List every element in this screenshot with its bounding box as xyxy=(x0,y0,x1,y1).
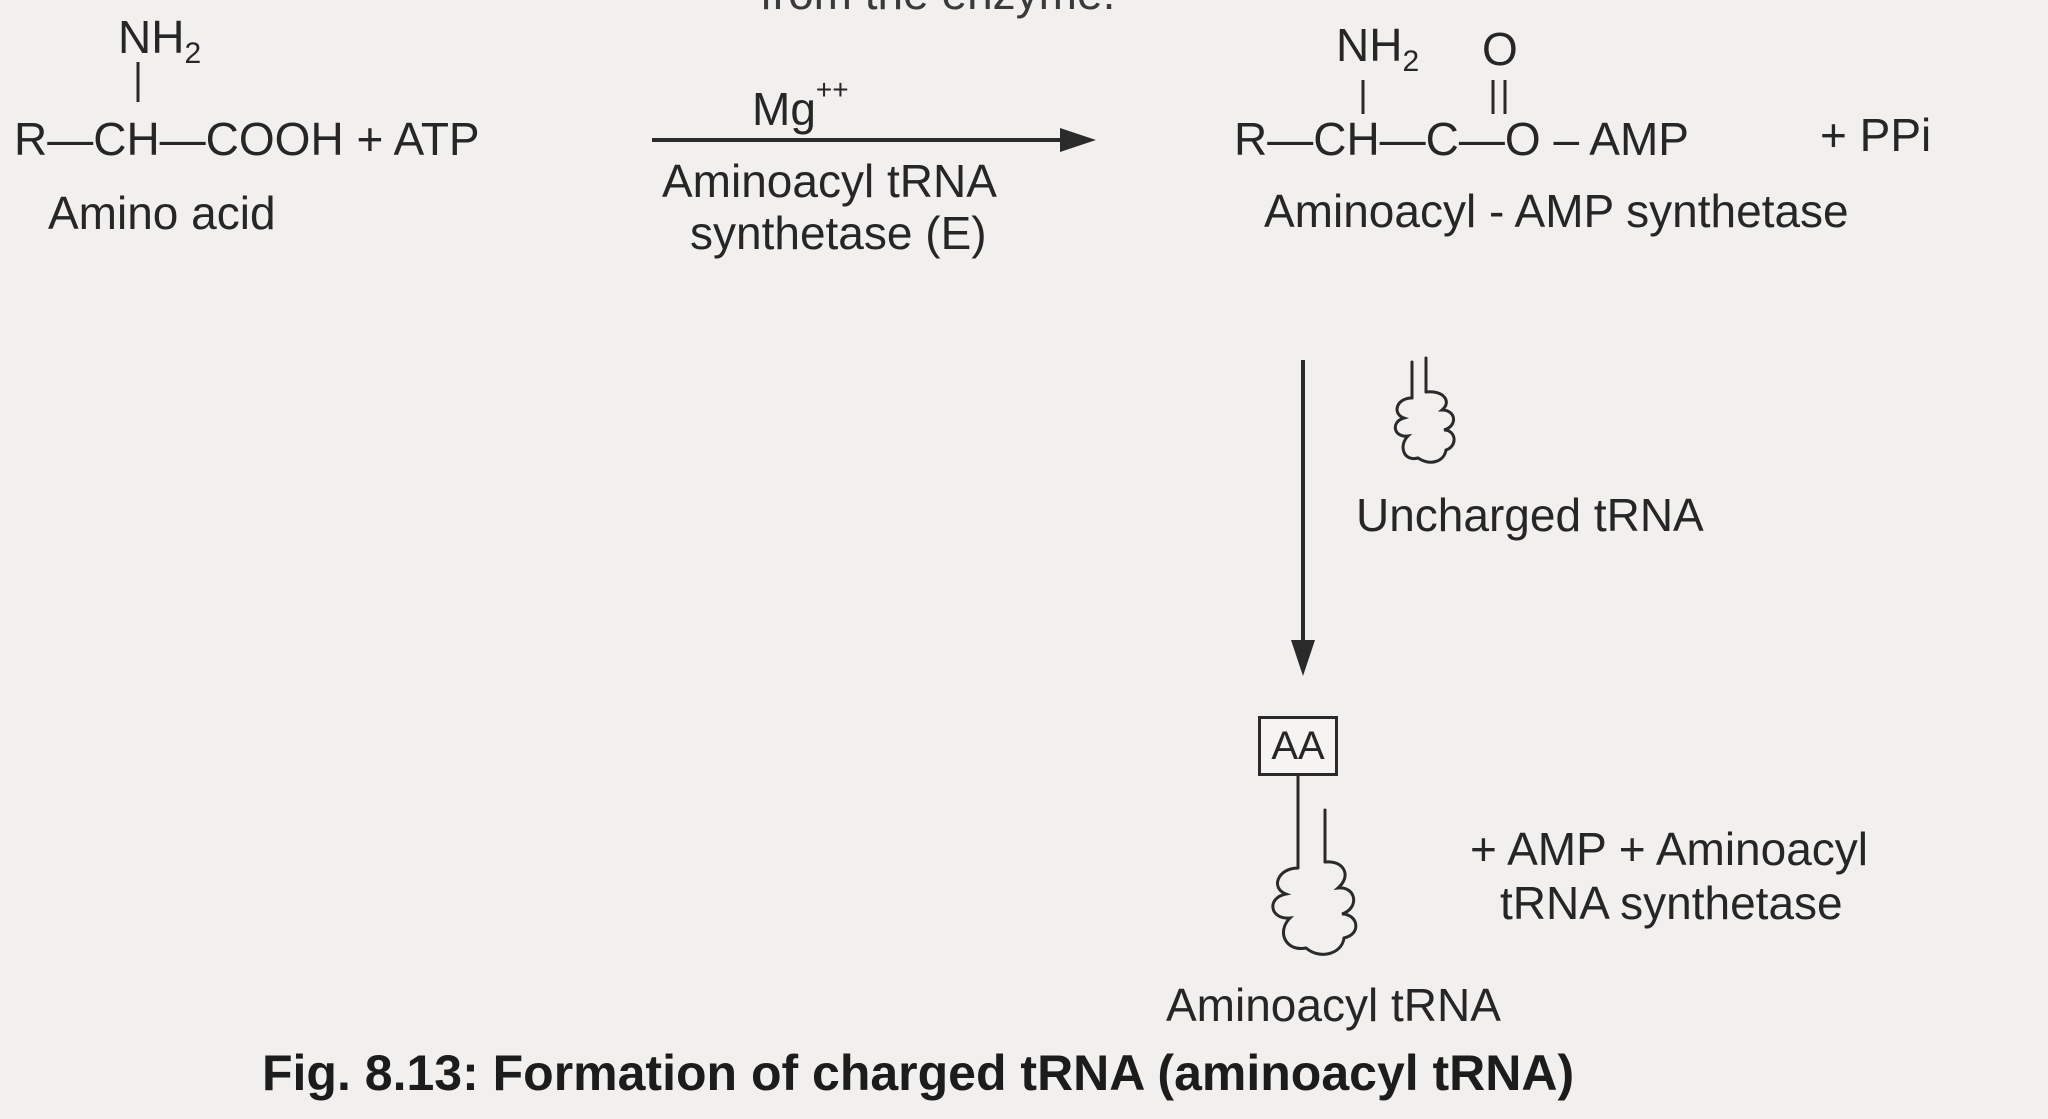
products-line1: + AMP + Aminoacyl xyxy=(1470,823,1869,875)
products-line2: tRNA synthetase xyxy=(1500,877,1843,929)
charged-trna-label: Aminoacyl tRNA xyxy=(1166,979,1501,1031)
amino-acid-box: AA xyxy=(1258,716,1338,776)
carbonyl-oxygen: O xyxy=(1482,23,1518,75)
cut-off-text: from the enzyme. xyxy=(760,0,1115,16)
byproduct-ppi: + PPi xyxy=(1820,109,1932,161)
uncharged-trna-label: Uncharged tRNA xyxy=(1356,489,1704,541)
charged-trna-icon xyxy=(1271,808,1358,956)
enzyme-label-line2: synthetase (E) xyxy=(690,207,987,259)
uncharged-trna-icon xyxy=(1393,356,1456,464)
intermediate-chain: R—CH—C—O – AMP xyxy=(1234,113,1689,165)
intermediate-nh2: NH2 xyxy=(1336,19,1420,78)
cofactor: Mg++ xyxy=(752,74,849,135)
enzyme-label-line1: Aminoacyl tRNA xyxy=(662,155,997,207)
reactant-label: Amino acid xyxy=(48,187,276,239)
down-arrow-head xyxy=(1291,640,1315,676)
intermediate-label: Aminoacyl - AMP synthetase xyxy=(1264,185,1849,237)
reactant-nh2: NH2 xyxy=(118,11,202,70)
reactant-chain: R—CH—COOH + ATP xyxy=(14,113,480,165)
figure-caption: Fig. 8.13: Formation of charged tRNA (am… xyxy=(262,1045,1575,1101)
reaction-arrow-head xyxy=(1060,128,1096,152)
